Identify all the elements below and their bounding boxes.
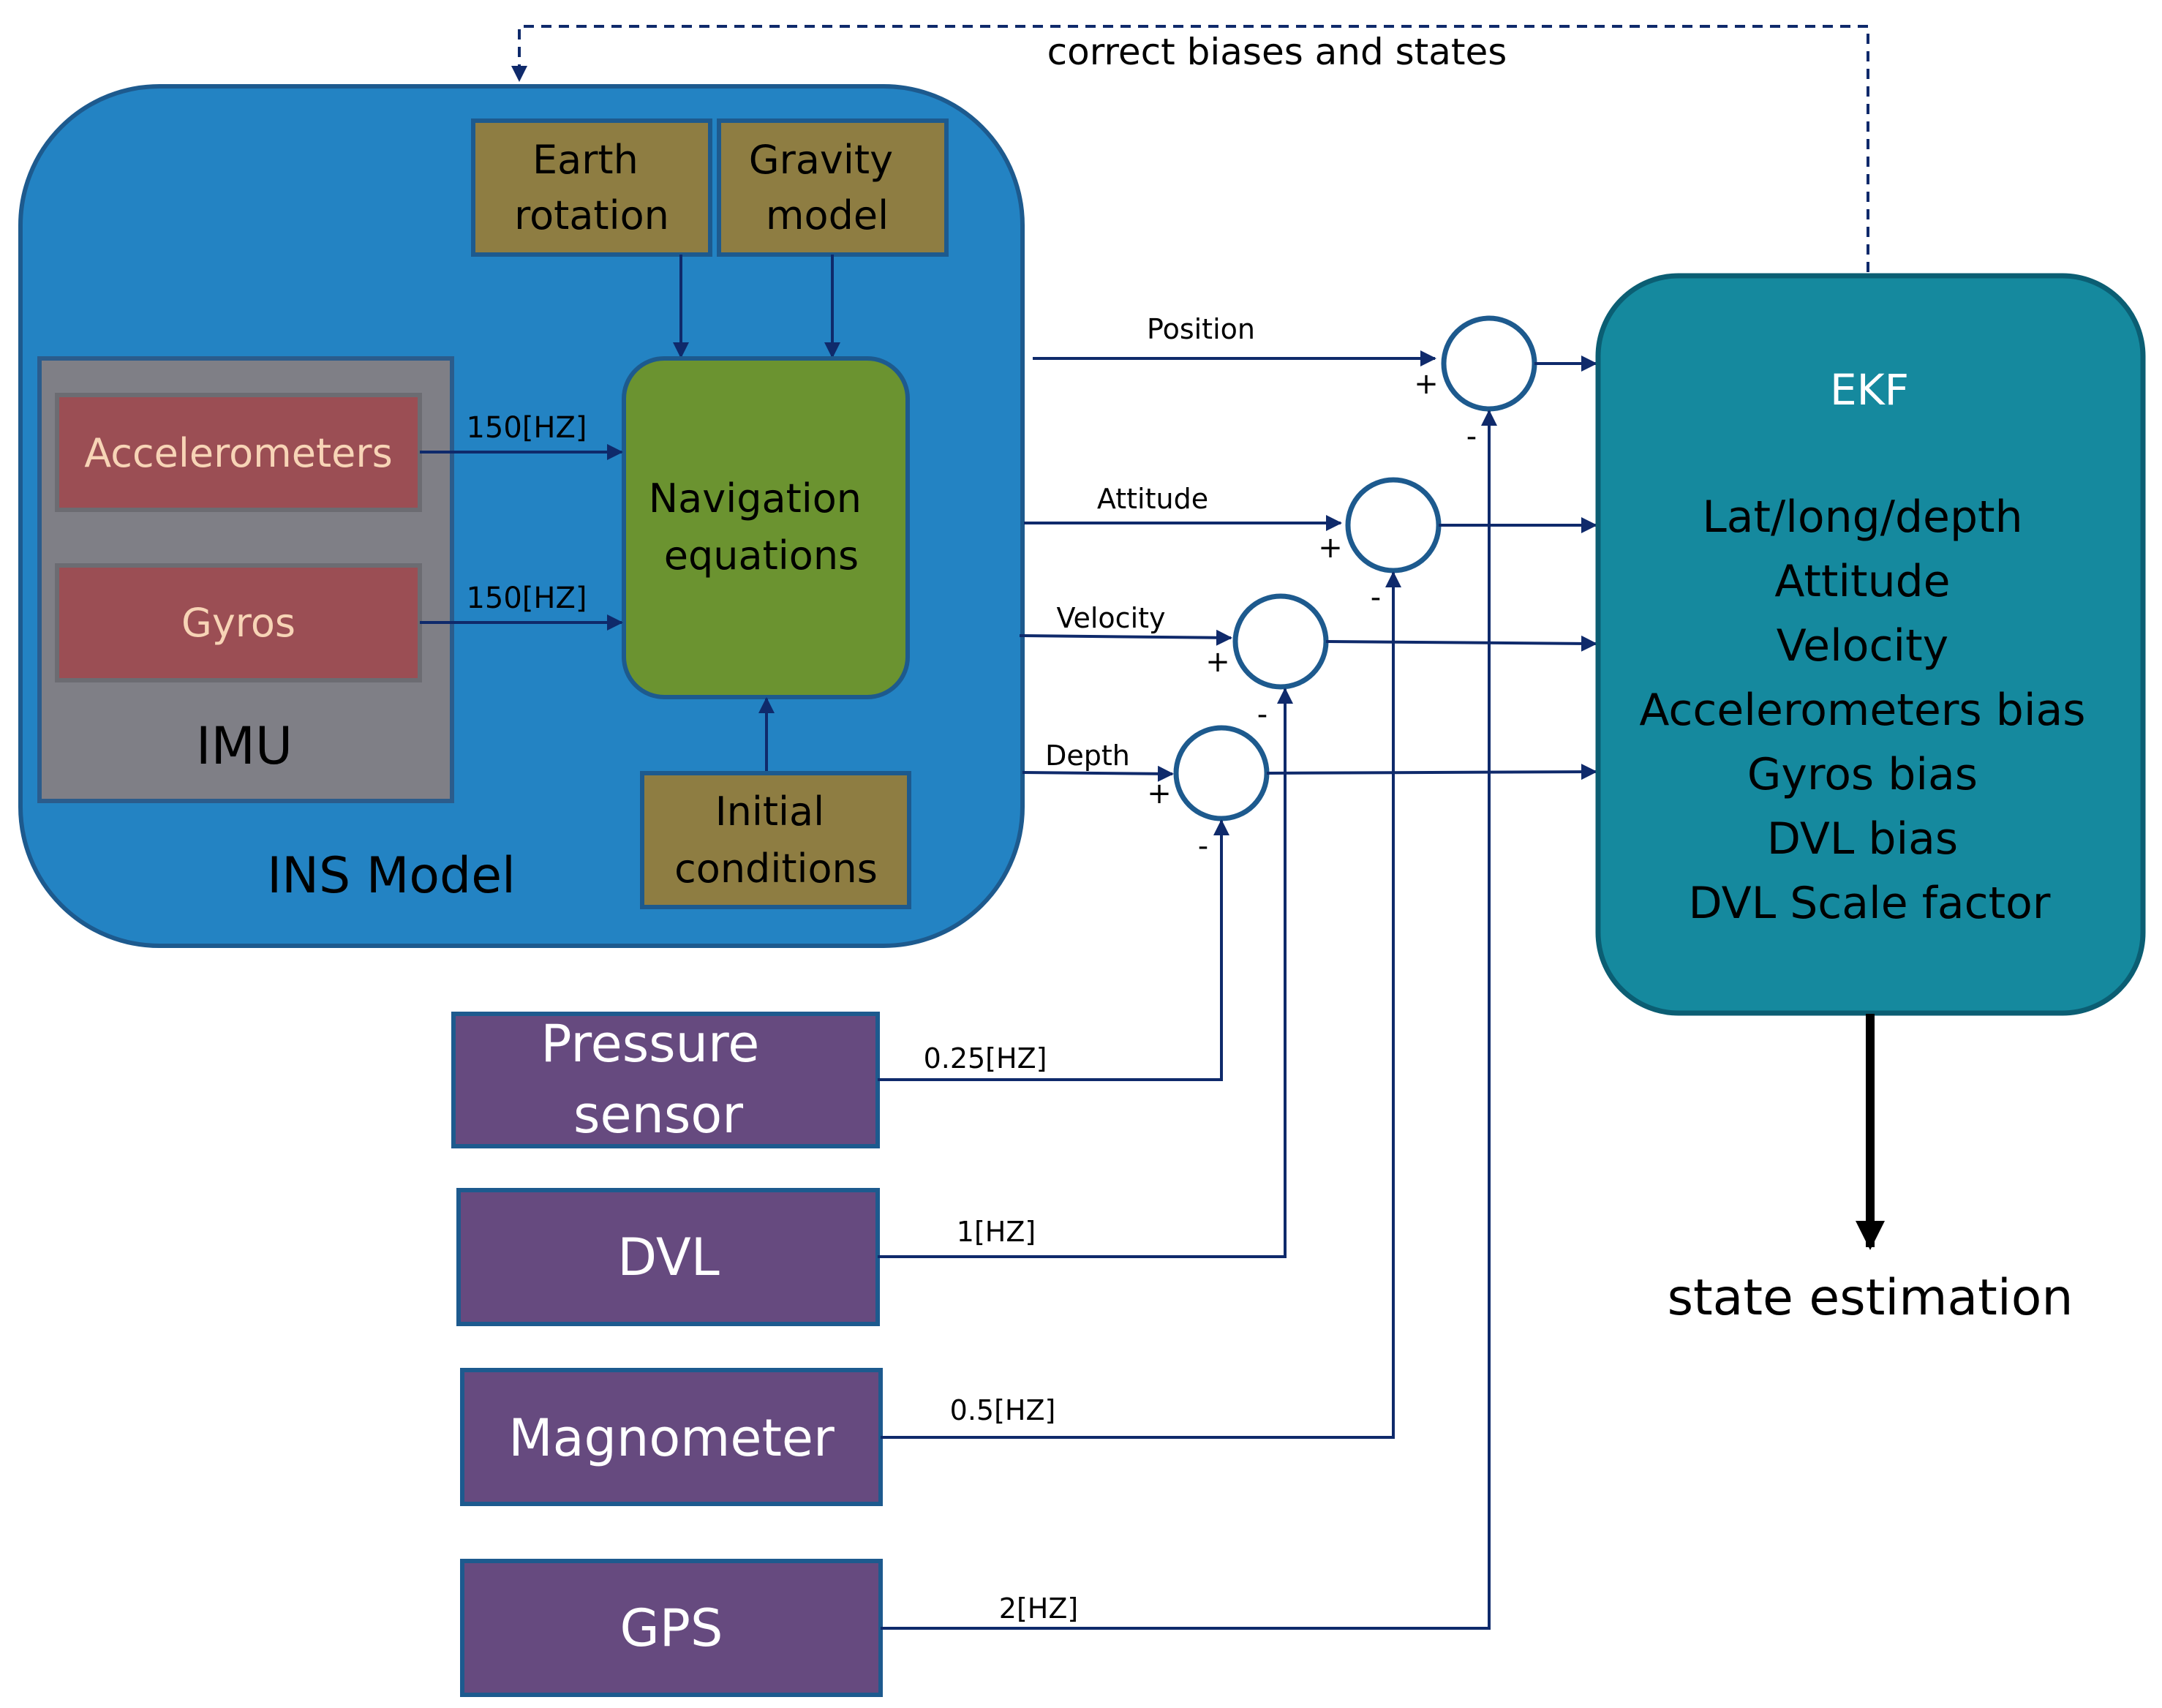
- depth-plus-sign: +: [1147, 777, 1172, 810]
- earth-rotation-label: Earth rotation: [514, 137, 669, 238]
- gravity-model-label: Gravity model: [749, 137, 905, 238]
- attitude-plus-sign: +: [1318, 531, 1343, 565]
- ins-model-label: INS Model: [267, 847, 516, 905]
- gyros-box: Gyros: [55, 563, 422, 682]
- feedback-label: correct biases and states: [1047, 31, 1507, 73]
- initial-conditions-label: Initial conditions: [674, 789, 878, 892]
- imu-label: IMU: [196, 716, 293, 776]
- position-label: Position: [1147, 313, 1255, 345]
- gps-label: GPS: [620, 1598, 723, 1658]
- ekf-title: EKF: [1830, 365, 1909, 415]
- dvl-rate-label: 1[HZ]: [957, 1216, 1036, 1248]
- velocity-junction: + -: [1205, 593, 1329, 731]
- gyro-rate-label: 150[HZ]: [466, 582, 587, 615]
- ekf-state-item: Accelerometers bias: [1639, 685, 2085, 736]
- magnometer-path: 0.5[HZ]: [881, 571, 1401, 1439]
- position-minus-sign: -: [1466, 420, 1477, 454]
- depth-minus-sign: -: [1198, 829, 1208, 863]
- ekf-state-item: Gyros bias: [1747, 749, 1978, 800]
- gps-rate-label: 2[HZ]: [999, 1592, 1078, 1625]
- feedback-loop: correct biases and states: [511, 25, 1869, 272]
- magnometer-label: Magnometer: [508, 1408, 835, 1468]
- dvl-box: DVL: [456, 1188, 880, 1326]
- attitude-path: Attitude: [1024, 483, 1342, 531]
- accelerometers-box: Accelerometers: [55, 393, 422, 512]
- state-estimation-label: state estimation: [1668, 1269, 2074, 1327]
- earth-rotation-box: Earth rotation: [471, 118, 712, 257]
- position-path: Position: [1033, 313, 1436, 366]
- ekf-state-item: DVL bias: [1767, 813, 1958, 865]
- dvl-label: DVL: [617, 1227, 720, 1287]
- velocity-plus-sign: +: [1205, 645, 1230, 679]
- pressure-path: 0.25[HZ]: [878, 819, 1229, 1081]
- ekf-state-item: DVL Scale factor: [1689, 878, 2051, 929]
- magnometer-rate-label: 0.5[HZ]: [950, 1394, 1056, 1426]
- attitude-label: Attitude: [1097, 483, 1208, 515]
- ekf-state-item: Lat/long/depth: [1702, 492, 2022, 543]
- depth-junction: + -: [1147, 725, 1270, 863]
- depth-path: Depth: [1022, 740, 1174, 782]
- gyros-label: Gyros: [181, 600, 295, 646]
- attitude-minus-sign: -: [1371, 581, 1381, 614]
- velocity-minus-sign: -: [1257, 698, 1268, 731]
- dvl-path: 1[HZ]: [878, 688, 1293, 1258]
- position-junction: + -: [1414, 315, 1537, 454]
- accelerometers-label: Accelerometers: [84, 430, 392, 476]
- depth-to-ekf-arrow: [1266, 764, 1597, 780]
- attitude-junction: + -: [1318, 477, 1442, 614]
- gps-box: GPS: [460, 1559, 883, 1697]
- accel-rate-label: 150[HZ]: [466, 411, 587, 445]
- depth-label: Depth: [1045, 740, 1130, 772]
- pressure-rate-label: 0.25[HZ]: [924, 1042, 1047, 1075]
- initial-conditions-box: Initial conditions: [640, 697, 911, 909]
- pressure-sensor-box: Pressure sensor: [451, 1012, 880, 1148]
- velocity-to-ekf-arrow: [1325, 635, 1597, 652]
- navigation-equations-box: Navigation equations: [622, 356, 910, 699]
- velocity-label: Velocity: [1056, 602, 1165, 634]
- navigation-equations-label: Navigation equations: [649, 475, 874, 579]
- position-plus-sign: +: [1414, 367, 1439, 401]
- magnometer-box: Magnometer: [460, 1368, 883, 1506]
- ekf-box: EKF Lat/long/depth Attitude Velocity Acc…: [1595, 273, 2146, 1016]
- ekf-state-item: Attitude: [1774, 556, 1950, 607]
- ekf-state-item: Velocity: [1777, 620, 1948, 671]
- ekf-states: Lat/long/depth Attitude Velocity Acceler…: [1639, 492, 2099, 929]
- gps-path: 2[HZ]: [881, 410, 1497, 1630]
- velocity-path: Velocity: [1019, 602, 1232, 646]
- pressure-sensor-label: Pressure sensor: [540, 1014, 775, 1145]
- gravity-model-box: Gravity model: [717, 118, 949, 257]
